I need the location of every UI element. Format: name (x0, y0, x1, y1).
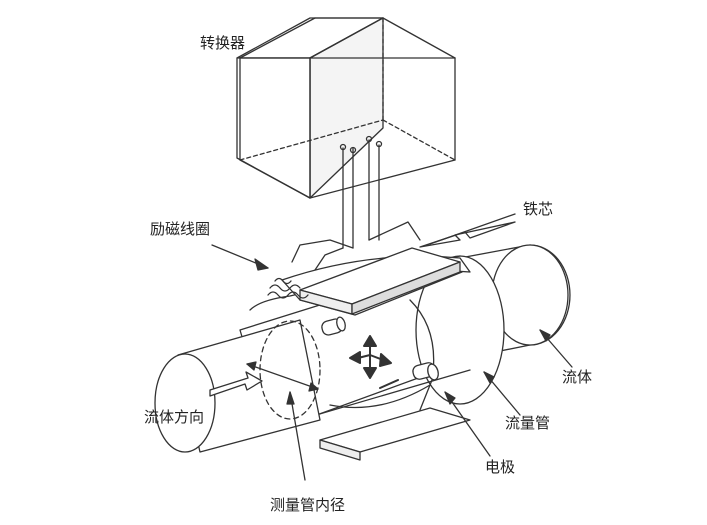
iron-core (281, 247, 471, 316)
electrode-top (321, 316, 346, 336)
converter-box (236, 17, 456, 199)
bottom-core (319, 407, 471, 461)
label-flow-direction: 流体方向 (144, 408, 204, 426)
diameter-arrow (246, 361, 319, 392)
label-converter: 转换器 (200, 34, 245, 52)
label-fluid: 流体 (562, 368, 592, 386)
signal-wires (291, 135, 421, 271)
flow-direction-arrow (209, 371, 263, 397)
field-vectors (349, 335, 399, 389)
label-electrode: 电极 (485, 458, 515, 476)
tube-inner-bottom (329, 384, 431, 409)
leader-arrows (211, 213, 573, 481)
label-flow-tube: 流量管 (505, 414, 550, 432)
label-iron-core: 铁芯 (523, 200, 553, 218)
label-excitation-coil: 励磁线圈 (150, 220, 210, 238)
electrode-bottom (412, 362, 439, 381)
coil-winding (267, 277, 309, 299)
label-tube-inner-diameter: 测量管内径 (270, 496, 345, 514)
